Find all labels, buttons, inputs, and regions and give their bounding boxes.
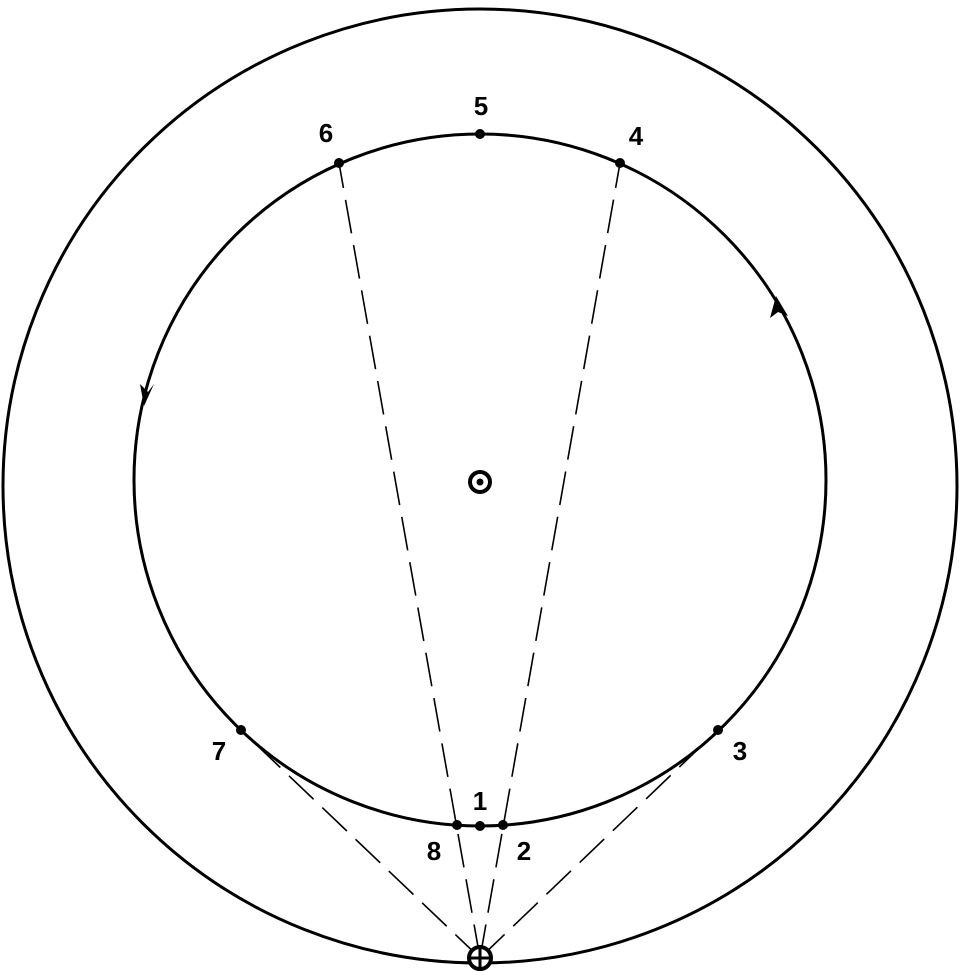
label-6: 6 [319,118,333,148]
label-4: 4 [629,121,644,151]
sight-lines [240,162,719,959]
label-5: 5 [474,91,488,121]
orbit-points [236,129,723,831]
label-7: 7 [212,736,226,766]
point-labels: 1 2 3 4 5 6 7 8 [212,91,747,866]
sun-icon [468,470,492,494]
label-8: 8 [427,836,441,866]
label-2: 2 [517,836,531,866]
arrow-up-icon [770,296,788,318]
outer-orbit-circle [1,7,959,965]
earth-icon [467,945,493,971]
label-3: 3 [733,736,747,766]
arrow-down-icon [140,384,154,406]
orbit-arrows [140,296,788,406]
label-1: 1 [473,786,487,816]
